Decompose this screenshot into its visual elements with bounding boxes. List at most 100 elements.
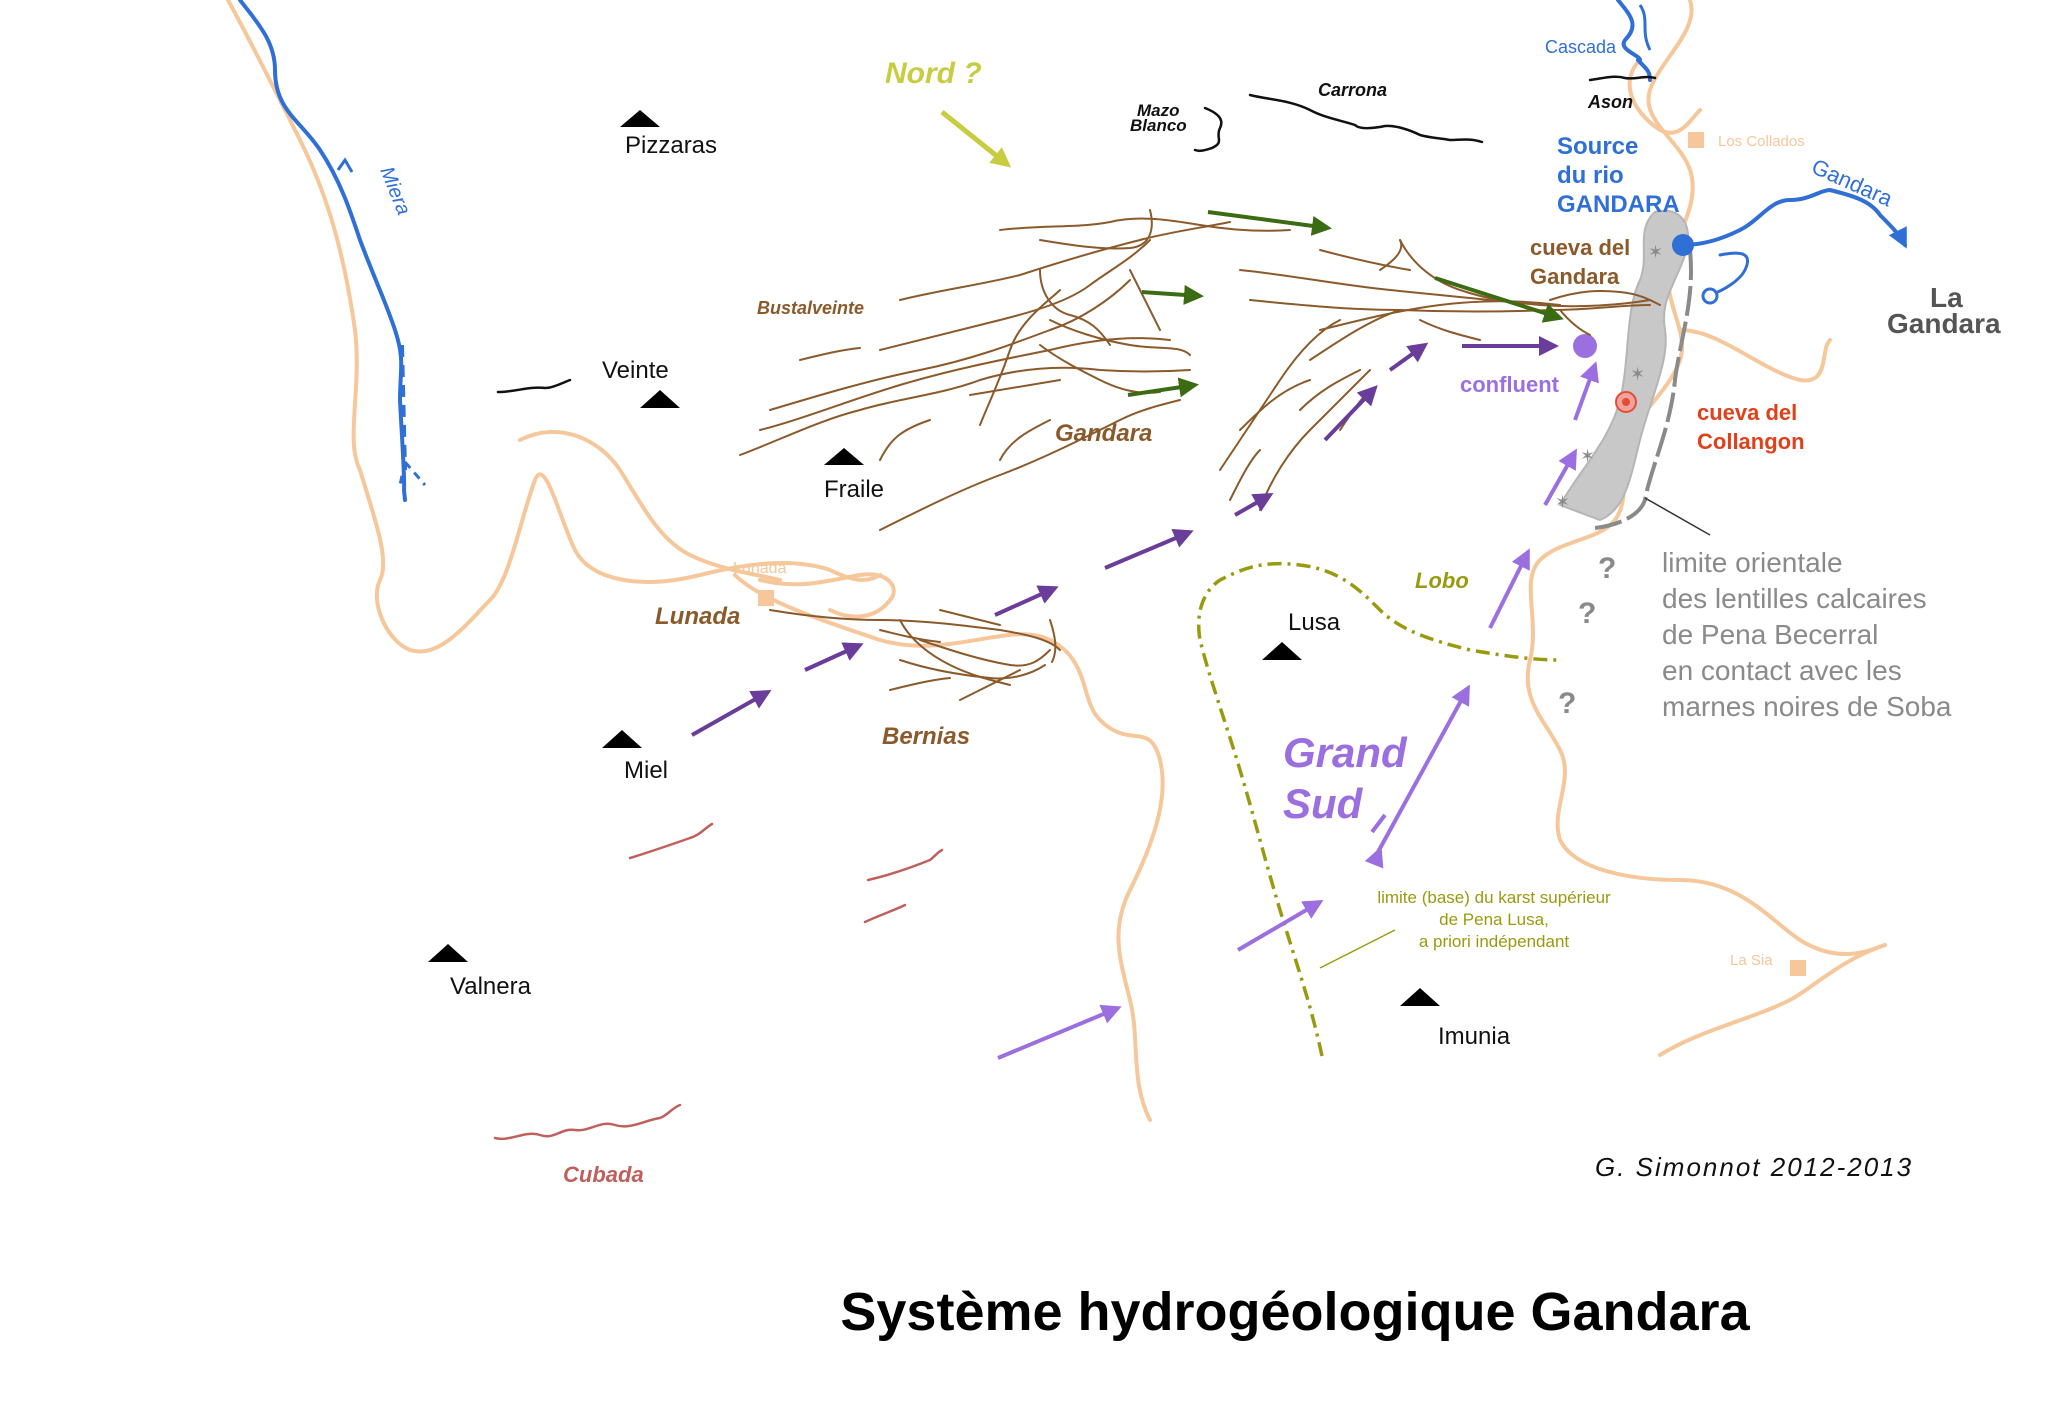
svg-text:✶: ✶ <box>1630 364 1645 385</box>
road-la-sia <box>1658 943 1887 1057</box>
light-purple-arrows <box>997 361 1599 1060</box>
lusa-peak-icon <box>1262 642 1302 660</box>
cave-lobo-label: Lobo <box>1415 568 1469 593</box>
limite-orientale-line5: marnes noires de Soba <box>1662 691 1952 722</box>
pizzaras-peak-icon <box>620 110 660 127</box>
karst-limit-leader <box>1319 929 1396 969</box>
road-bernias <box>733 573 1165 1122</box>
summit-miel-label: Miel <box>624 757 668 784</box>
purple-arrows <box>691 336 1559 737</box>
grand-sud-label-line1: Grand <box>1283 729 1408 776</box>
cave-cubada-label: Cubada <box>563 1162 644 1187</box>
river-ason-label: Ason <box>1587 92 1633 112</box>
confluent-dot <box>1573 334 1597 358</box>
summit-fraile-label: Fraile <box>824 476 884 503</box>
summit-lusa-label: Lusa <box>1288 609 1341 636</box>
ason-fragment <box>1588 75 1657 82</box>
cueva-collangon-dot-inner <box>1622 398 1630 406</box>
green-arrows <box>1127 210 1564 398</box>
question-mark-2: ? <box>1578 597 1596 630</box>
limestone-star-markers: ✶ ✶ ✶ ✶ <box>1555 242 1663 513</box>
river-miera-label: Miera <box>375 164 414 219</box>
road-lunada-to-gandara <box>758 572 896 619</box>
confluent-label: confluent <box>1460 372 1560 397</box>
author-signature: G. Simonnot 2012-2013 <box>1595 1152 1913 1182</box>
page-title: Système hydrogéologique Gandara <box>840 1282 1750 1342</box>
grand-sud-label-line2: Sud <box>1283 780 1364 827</box>
road-gandara-east <box>1678 328 1832 383</box>
limite-orientale-line2: des lentilles calcaires <box>1662 583 1927 614</box>
limestone-eastern-limit <box>1594 249 1693 530</box>
river-miera-fork <box>398 461 427 486</box>
svg-text:✶: ✶ <box>1580 446 1595 467</box>
imunia-peak-icon <box>1400 988 1440 1006</box>
veinte-peak-icon <box>640 390 680 408</box>
river-cascada-label: Cascada <box>1545 37 1617 57</box>
la-gandara-label-line2: Gandara <box>1887 308 2001 339</box>
cave-lunada-label: Lunada <box>655 603 740 630</box>
question-mark-1: ? <box>1598 552 1616 585</box>
svg-text:✶: ✶ <box>1555 492 1570 513</box>
river-gandara-secondary <box>1708 251 1750 297</box>
cueva-gandara-label-line1: cueva del <box>1530 235 1630 260</box>
limite-orientale-line3: de Pena Becerral <box>1662 619 1878 650</box>
road-los-collados <box>1627 58 1702 135</box>
miel-peak-icon <box>602 730 642 748</box>
cave-bustalveinte-label: Bustalveinte <box>757 298 864 318</box>
nord-label: Nord ? <box>885 57 982 90</box>
limite-karst-line2: de Pena Lusa, <box>1439 910 1549 929</box>
village-los-collados-label: Los Collados <box>1718 133 1805 150</box>
summit-veinte-label: Veinte <box>602 357 669 384</box>
roads <box>226 0 1887 1122</box>
source-label-line1: Source <box>1557 133 1638 160</box>
cave-carrona-label: Carrona <box>1318 80 1387 100</box>
red-cave-fragments <box>493 822 944 1141</box>
cave-bernias-label: Bernias <box>882 723 970 750</box>
road-miera-valley <box>226 0 882 654</box>
mazo-blanco-passage <box>1193 106 1223 153</box>
karst-upper-limit <box>1197 561 1561 1057</box>
summit-valnera-label: Valnera <box>450 973 532 1000</box>
cueva-collangon-label-line1: cueva del <box>1697 400 1797 425</box>
source-label-line3: GANDARA <box>1557 191 1680 218</box>
river-miera <box>238 0 407 492</box>
veinte-fragment <box>496 378 572 394</box>
cave-networks <box>739 209 1661 701</box>
limestone-lens-zone <box>1558 209 1690 522</box>
river-miera-lower-dashed <box>400 344 407 471</box>
limite-karst-line1: limite (base) du karst supérieur <box>1377 888 1611 907</box>
cueva-gandara-label-line2: Gandara <box>1530 264 1620 289</box>
summit-imunia-label: Imunia <box>1438 1023 1511 1050</box>
village-la-sia-label: La Sia <box>1730 952 1773 969</box>
road-east-main <box>1525 0 1887 956</box>
river-gandara <box>1681 187 1907 249</box>
source-gandara-dot <box>1672 234 1694 256</box>
la-sia-marker <box>1790 960 1806 976</box>
lunada-village-marker <box>758 590 774 606</box>
cave-mazo-label: Mazo <box>1137 101 1180 120</box>
cave-gandara-system-label: Gandara <box>1055 420 1152 447</box>
cave-blanco-label: Blanco <box>1130 116 1187 135</box>
river-gandara-label: Gandara <box>1808 154 1897 212</box>
summit-pizzaras-label: Pizzaras <box>625 132 717 159</box>
limestone-leader-line <box>1644 497 1711 536</box>
carrona-passage <box>1248 93 1484 144</box>
cubada-passage <box>493 1103 682 1141</box>
limite-karst-line3: a priori indépendant <box>1419 932 1570 951</box>
cueva-collangon-label-line2: Collangon <box>1697 429 1805 454</box>
river-miera-dashed <box>402 488 407 502</box>
village-lunada-label: Lunada <box>733 560 786 577</box>
road-lunada-upper <box>518 430 782 582</box>
nord-arrow <box>940 110 1012 168</box>
river-cascada <box>1638 4 1652 51</box>
fraile-peak-icon <box>824 448 864 465</box>
black-cave-fragments <box>496 75 1657 394</box>
los-collados-marker <box>1688 132 1704 148</box>
light-purple-dash <box>1370 813 1387 834</box>
source-label-line2: du rio <box>1557 162 1624 189</box>
la-gandara-label-line1: La <box>1930 282 1963 313</box>
summit-triangles <box>428 110 1440 1006</box>
map-labels: Pizzaras Veinte Fraile Miel Valnera Lusa… <box>375 37 2001 1342</box>
question-mark-3: ? <box>1558 687 1576 720</box>
